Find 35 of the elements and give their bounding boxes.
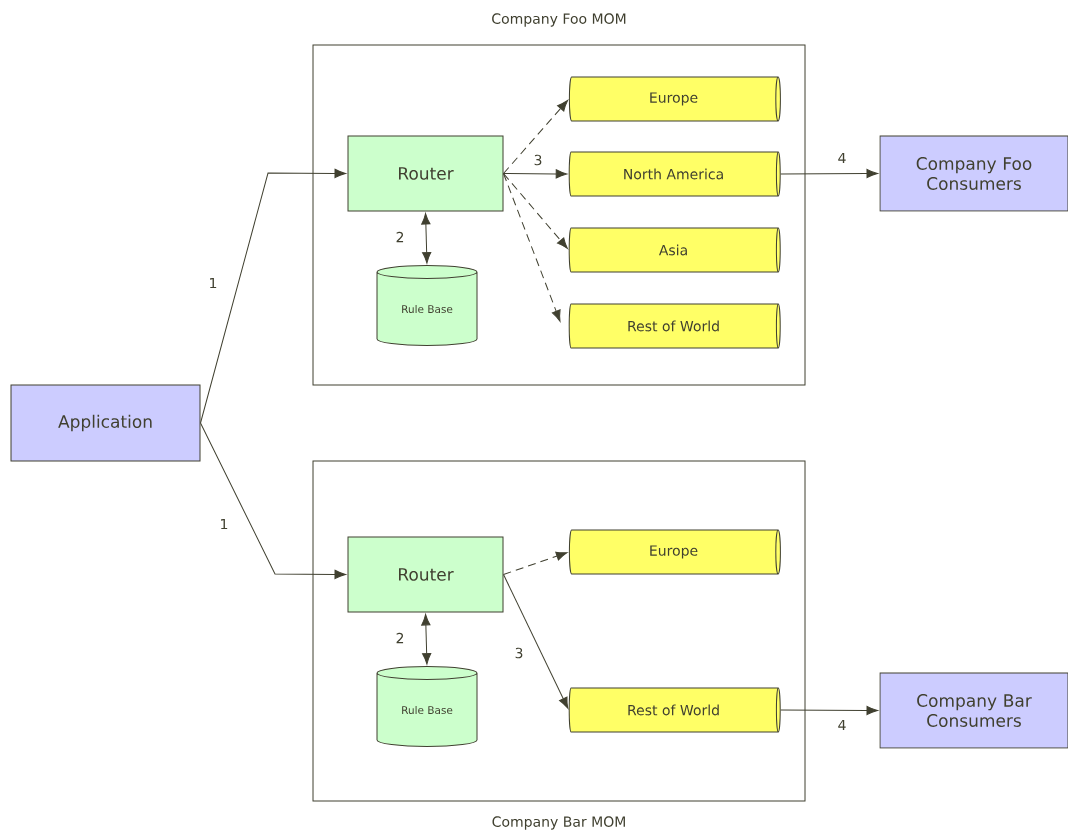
queue-cylinder: Asia	[568, 227, 781, 273]
edge-label: 2	[394, 230, 406, 244]
queue-cylinder: Rest of World	[568, 303, 781, 349]
actor-box: Company Foo Consumers	[879, 135, 1068, 212]
arrow	[503, 100, 569, 174]
queue-cylinder: Europe	[568, 529, 781, 575]
arrow	[780, 168, 878, 179]
edge-label: 2	[394, 631, 406, 645]
frame-title: Company Bar MOM	[492, 816, 625, 830]
queue-cylinder: North America	[568, 151, 781, 197]
edge-label: 1	[218, 517, 230, 531]
queue-cylinder: Europe	[568, 76, 781, 122]
router-box: Router	[347, 135, 504, 212]
edge-label: 3	[532, 153, 544, 167]
arrow	[503, 169, 568, 179]
edge-label: 3	[513, 646, 525, 660]
arrow	[421, 614, 432, 665]
arrow	[503, 173, 568, 249]
arrow	[200, 168, 346, 424]
arrow	[780, 705, 878, 716]
router-box: Router	[347, 536, 504, 613]
arrow	[200, 422, 346, 580]
arrow	[503, 574, 569, 709]
edge-label: 4	[836, 718, 848, 732]
database-cylinder: Rule Base	[376, 666, 478, 747]
frame-title: Company Foo MOM	[492, 13, 626, 27]
arrow	[503, 173, 561, 322]
arrow	[503, 551, 568, 575]
edge-label: 1	[207, 276, 219, 290]
queue-cylinder: Rest of World	[568, 687, 781, 733]
arrow	[421, 213, 432, 264]
actor-box: Application	[10, 384, 201, 462]
edge-label: 4	[836, 151, 848, 165]
actor-box: Company Bar Consumers	[879, 672, 1068, 749]
database-cylinder: Rule Base	[376, 265, 478, 346]
